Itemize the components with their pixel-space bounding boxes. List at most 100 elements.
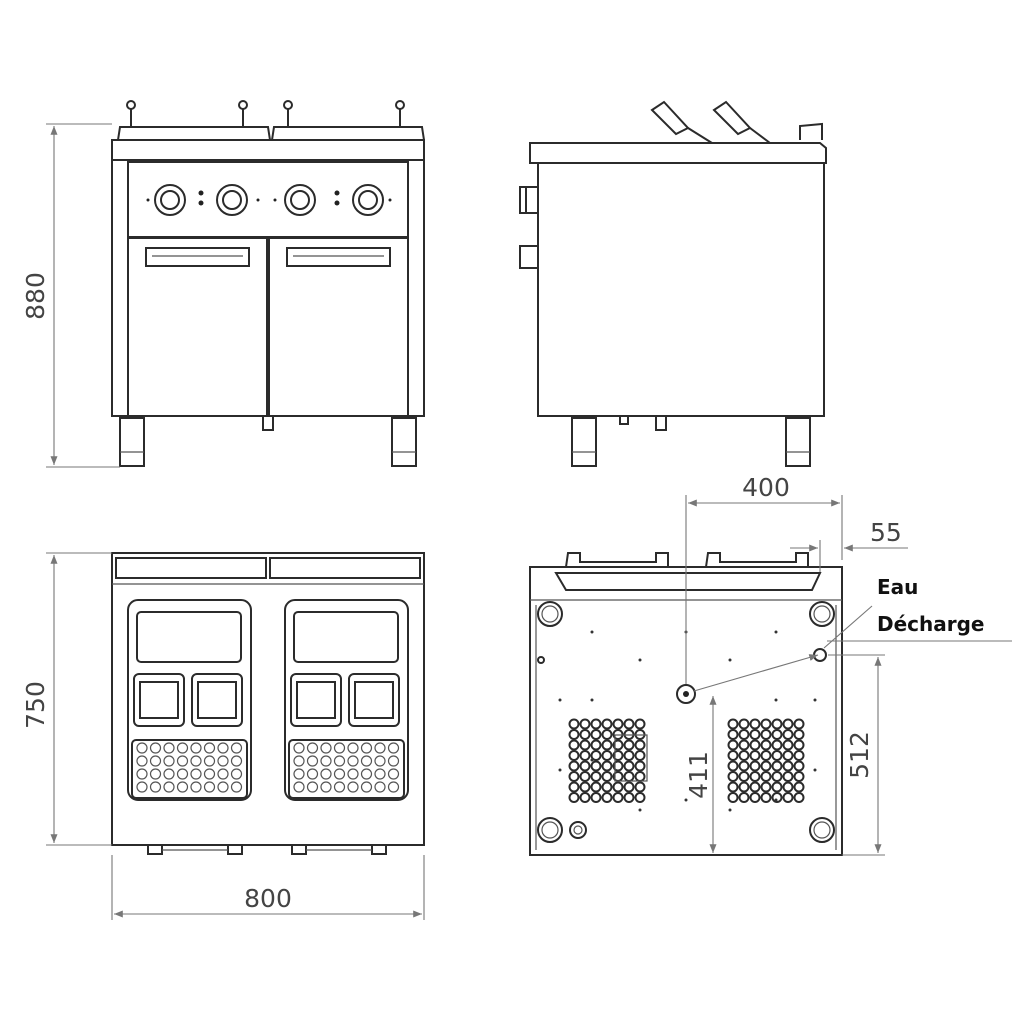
front-right-side xyxy=(407,159,425,417)
hole xyxy=(347,755,359,767)
fixing-dot xyxy=(590,630,594,634)
hole xyxy=(568,771,580,782)
label-decharge: Décharge xyxy=(877,612,985,636)
top-view: 750 800 xyxy=(21,552,425,920)
hole xyxy=(782,729,794,740)
hole xyxy=(149,755,162,767)
front-view: 880 xyxy=(21,100,425,468)
hole xyxy=(612,781,624,793)
hole xyxy=(612,739,624,751)
hole xyxy=(579,771,591,782)
hole xyxy=(163,742,175,754)
hole xyxy=(601,718,613,730)
hole xyxy=(374,768,386,780)
hole xyxy=(727,729,739,740)
front-left-door-handle xyxy=(145,247,250,267)
hole xyxy=(590,792,602,803)
hole xyxy=(601,781,613,793)
hole xyxy=(771,781,783,793)
hole xyxy=(230,768,243,780)
hole xyxy=(579,739,591,751)
dimension-400: 400 xyxy=(742,473,790,502)
hole xyxy=(293,781,305,793)
hole xyxy=(320,768,332,780)
fixing-dot xyxy=(774,698,778,702)
hole xyxy=(590,771,602,782)
hole xyxy=(634,750,646,761)
front-right-door xyxy=(268,237,409,417)
hole xyxy=(568,792,580,803)
hole xyxy=(738,718,750,730)
hole xyxy=(320,755,332,767)
fixing-dot xyxy=(684,798,688,802)
hole xyxy=(360,781,373,793)
side-knob xyxy=(519,186,539,214)
hole xyxy=(176,768,189,780)
hole xyxy=(749,792,761,803)
hole xyxy=(568,729,580,740)
hole xyxy=(771,729,783,740)
hole xyxy=(727,771,739,782)
hole xyxy=(590,750,602,761)
top-right-well xyxy=(284,599,409,801)
hole xyxy=(590,718,602,730)
hole xyxy=(306,742,319,754)
hole xyxy=(749,760,761,772)
hole xyxy=(771,739,783,751)
side-view xyxy=(519,100,827,467)
hole xyxy=(782,718,794,730)
hole xyxy=(203,768,216,780)
hole xyxy=(293,742,305,754)
hole xyxy=(579,750,591,761)
hole xyxy=(623,739,635,751)
hole xyxy=(623,718,635,730)
fixing-dot xyxy=(813,768,817,772)
hole xyxy=(601,750,613,761)
hole xyxy=(374,755,386,767)
hole xyxy=(760,760,772,772)
hole xyxy=(634,781,646,793)
fixing-dot xyxy=(590,698,594,702)
hole xyxy=(760,792,772,803)
bottom-rear-handles xyxy=(565,552,809,568)
bottom-left-vent xyxy=(568,718,646,803)
hole xyxy=(760,750,772,761)
front-left-door xyxy=(127,237,268,417)
hole xyxy=(579,718,591,730)
hole xyxy=(568,781,580,793)
hole xyxy=(749,781,761,793)
hole xyxy=(601,792,613,803)
hole xyxy=(727,781,739,793)
fixing-dot xyxy=(813,698,817,702)
hole xyxy=(568,760,580,772)
hole xyxy=(176,781,189,793)
hole xyxy=(163,755,175,767)
hole xyxy=(727,792,739,803)
hole xyxy=(163,768,175,780)
hole xyxy=(771,792,783,803)
hole xyxy=(347,768,359,780)
hole xyxy=(760,771,772,782)
hole xyxy=(136,768,148,780)
fixing-dot xyxy=(728,808,732,812)
dimension-800: 800 xyxy=(244,884,292,913)
fixing-dot xyxy=(774,798,778,802)
fixing-dot xyxy=(558,768,562,772)
hole xyxy=(760,739,772,751)
hole xyxy=(727,718,739,730)
hole xyxy=(293,755,305,767)
side-worktop xyxy=(529,142,827,164)
hole xyxy=(149,768,162,780)
hole xyxy=(217,742,229,754)
fixing-dot xyxy=(774,630,778,634)
hole xyxy=(612,718,624,730)
hole xyxy=(793,718,805,730)
hole xyxy=(203,742,216,754)
bottom-fixing-points xyxy=(558,630,817,812)
hole xyxy=(738,750,750,761)
front-right-door-handle xyxy=(286,247,391,267)
hole xyxy=(771,718,783,730)
hole xyxy=(738,760,750,772)
hole xyxy=(782,792,794,803)
